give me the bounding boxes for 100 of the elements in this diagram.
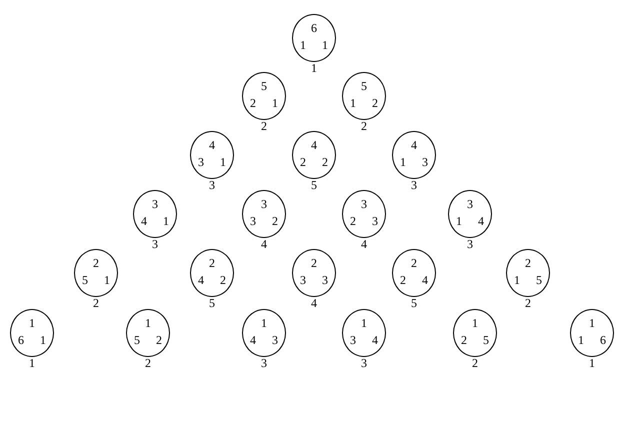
top-number: 5 [261, 80, 267, 92]
top-number: 4 [209, 139, 215, 151]
count-label: 3 [152, 238, 158, 250]
left-number: 2 [461, 334, 467, 346]
right-number: 2 [220, 274, 226, 286]
number-circle [10, 309, 54, 357]
number-circle [74, 249, 118, 297]
number-circle [342, 190, 386, 238]
count-label: 3 [361, 357, 367, 369]
top-number: 2 [209, 257, 215, 269]
left-number: 1 [300, 39, 306, 51]
count-label: 1 [311, 62, 317, 74]
count-label: 2 [261, 120, 267, 132]
count-label: 5 [311, 179, 317, 191]
right-number: 2 [156, 334, 162, 346]
number-circle [392, 249, 436, 297]
right-number: 2 [272, 215, 278, 227]
top-number: 4 [411, 139, 417, 151]
count-label: 5 [209, 297, 215, 309]
left-number: 3 [250, 215, 256, 227]
right-number: 5 [483, 334, 489, 346]
number-circle [506, 249, 550, 297]
top-number: 2 [311, 257, 317, 269]
top-number: 1 [589, 317, 595, 329]
top-number: 4 [311, 139, 317, 151]
count-label: 2 [145, 357, 151, 369]
left-number: 1 [578, 334, 584, 346]
count-label: 5 [411, 297, 417, 309]
right-number: 1 [40, 334, 46, 346]
number-circle [292, 14, 336, 62]
right-number: 4 [422, 274, 428, 286]
number-circle [133, 190, 177, 238]
number-circle [292, 131, 336, 179]
count-label: 2 [93, 297, 99, 309]
right-number: 4 [478, 215, 484, 227]
number-circle [392, 131, 436, 179]
left-number: 5 [134, 334, 140, 346]
left-number: 2 [350, 215, 356, 227]
left-number: 4 [141, 215, 147, 227]
right-number: 1 [272, 97, 278, 109]
number-circle [292, 249, 336, 297]
count-label: 1 [589, 357, 595, 369]
count-label: 3 [261, 357, 267, 369]
left-number: 5 [82, 274, 88, 286]
left-number: 1 [456, 215, 462, 227]
number-circle [242, 72, 286, 120]
left-number: 1 [514, 274, 520, 286]
right-number: 2 [322, 156, 328, 168]
right-number: 2 [372, 97, 378, 109]
number-circle [570, 309, 614, 357]
count-label: 3 [411, 179, 417, 191]
number-circle [242, 190, 286, 238]
count-label: 3 [467, 238, 473, 250]
left-number: 2 [250, 97, 256, 109]
right-number: 3 [372, 215, 378, 227]
left-number: 2 [300, 156, 306, 168]
number-circle [342, 72, 386, 120]
left-number: 2 [400, 274, 406, 286]
count-label: 4 [261, 238, 267, 250]
right-number: 1 [322, 39, 328, 51]
left-number: 4 [250, 334, 256, 346]
number-circle [448, 190, 492, 238]
number-circle [190, 131, 234, 179]
left-number: 1 [400, 156, 406, 168]
left-number: 3 [198, 156, 204, 168]
left-number: 4 [198, 274, 204, 286]
number-circle [453, 309, 497, 357]
top-number: 3 [361, 198, 367, 210]
right-number: 3 [322, 274, 328, 286]
top-number: 2 [525, 257, 531, 269]
count-label: 2 [361, 120, 367, 132]
top-number: 5 [361, 80, 367, 92]
top-number: 3 [467, 198, 473, 210]
right-number: 6 [600, 334, 606, 346]
right-number: 1 [163, 215, 169, 227]
right-number: 1 [104, 274, 110, 286]
left-number: 3 [350, 334, 356, 346]
right-number: 3 [422, 156, 428, 168]
top-number: 3 [261, 198, 267, 210]
number-circle [126, 309, 170, 357]
top-number: 1 [145, 317, 151, 329]
count-label: 2 [525, 297, 531, 309]
top-number: 2 [93, 257, 99, 269]
count-label: 2 [472, 357, 478, 369]
top-number: 1 [29, 317, 35, 329]
top-number: 3 [152, 198, 158, 210]
count-label: 3 [209, 179, 215, 191]
top-number: 6 [311, 22, 317, 34]
right-number: 1 [220, 156, 226, 168]
right-number: 5 [536, 274, 542, 286]
right-number: 4 [372, 334, 378, 346]
number-circle [190, 249, 234, 297]
left-number: 3 [300, 274, 306, 286]
right-number: 3 [272, 334, 278, 346]
count-label: 4 [311, 297, 317, 309]
count-label: 4 [361, 238, 367, 250]
number-circle [242, 309, 286, 357]
top-number: 1 [472, 317, 478, 329]
number-circle [342, 309, 386, 357]
top-number: 1 [361, 317, 367, 329]
